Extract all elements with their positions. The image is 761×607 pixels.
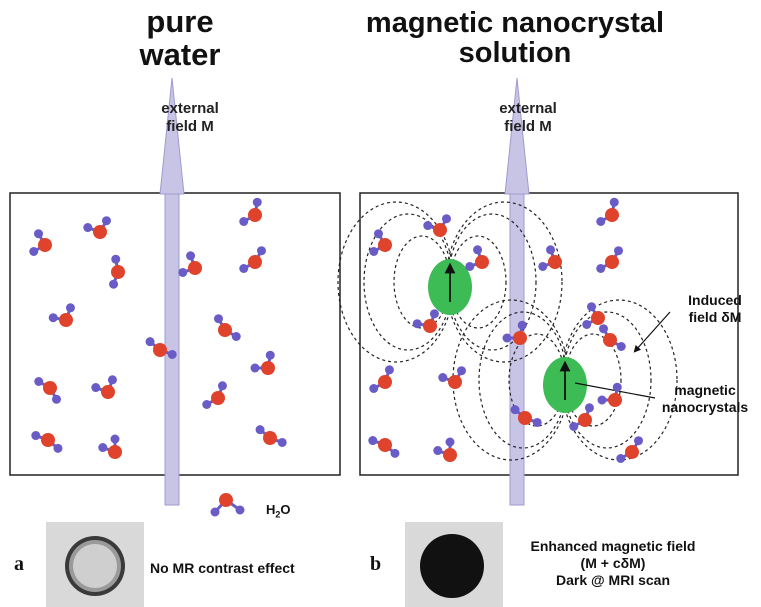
water-molecule (582, 302, 605, 329)
water-molecule (597, 382, 622, 407)
nanocrystal-solution-title: magnetic nanocrystal solution (365, 7, 665, 70)
pure-water-title: pure water (139, 4, 221, 72)
water-molecule (214, 314, 241, 341)
water-molecule (369, 229, 392, 256)
water-molecule (29, 229, 52, 256)
induced-field-label: Induced field δM (688, 292, 742, 325)
water-molecule (369, 365, 394, 393)
water-molecule (438, 366, 466, 389)
water-molecule (368, 436, 400, 458)
water-molecule (250, 350, 275, 375)
h2o-label: H2O (266, 502, 291, 520)
water-molecule (31, 431, 63, 453)
water-molecule (34, 377, 61, 404)
water-molecule (412, 309, 439, 333)
water-molecule (616, 436, 643, 463)
panel-letter-b: b (370, 553, 382, 575)
water-molecule (255, 425, 287, 447)
water-molecule (502, 320, 527, 345)
water-molecule (98, 434, 122, 459)
water-molecules (29, 197, 643, 463)
mri-scan-a (46, 522, 144, 607)
caption-a: No MR contrast effect (150, 560, 295, 576)
water-molecule (599, 324, 626, 351)
nanocrystal-solution-box (359, 192, 739, 476)
caption-b: Enhanced magnetic field (M + cδM) Dark @… (530, 538, 696, 588)
water-molecule (83, 216, 111, 239)
water-molecule (48, 303, 75, 327)
induced-field-pointer (633, 311, 671, 353)
water-molecule (109, 254, 125, 289)
nanocrystal-1 (428, 259, 472, 315)
water-molecule (538, 245, 562, 271)
mri-scan-b (405, 522, 503, 607)
water-molecule (596, 246, 623, 273)
panel-letter-a: a (14, 553, 24, 575)
water-molecule (423, 214, 451, 237)
water-molecule (91, 375, 117, 399)
water-molecule (510, 405, 542, 427)
water-molecule (596, 197, 619, 226)
water-molecule (465, 245, 489, 271)
water-molecule (178, 251, 202, 277)
water-molecule (145, 337, 177, 359)
external-field-arrow-left (159, 77, 185, 506)
water-molecule (202, 381, 227, 409)
nanocrystal-2 (543, 357, 587, 413)
h2o-legend-molecule (210, 493, 245, 517)
external-field-label-left: external field M (161, 100, 219, 135)
magnetic-nanocrystals-label: magnetic nanocrystals (661, 382, 749, 415)
water-molecule (433, 437, 457, 462)
water-molecule (569, 403, 594, 431)
water-molecule (239, 197, 262, 226)
external-field-label-right: external field M (499, 100, 557, 135)
water-molecule (239, 246, 266, 273)
